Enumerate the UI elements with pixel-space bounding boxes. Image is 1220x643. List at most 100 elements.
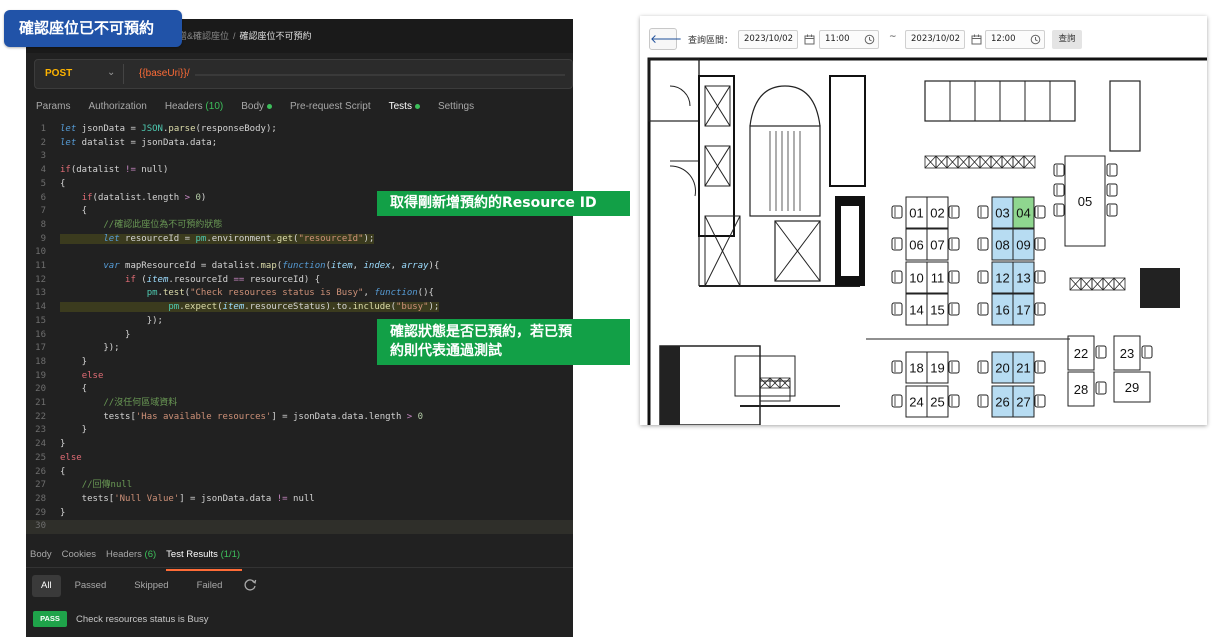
- callout-text: 取得剛新增預約的Resource ID: [390, 195, 597, 211]
- seat-25[interactable]: 25: [926, 385, 949, 418]
- code-line[interactable]: 24}: [26, 438, 573, 452]
- code-line[interactable]: 26{: [26, 466, 573, 480]
- code-line[interactable]: 10: [26, 246, 573, 260]
- calendar-icon[interactable]: [971, 34, 982, 45]
- seat-05[interactable]: 05: [1064, 155, 1106, 247]
- chair-icon: [977, 205, 989, 219]
- code-line[interactable]: 13 pm.test("Check resources status is Bu…: [26, 287, 573, 301]
- code-line[interactable]: 27 //回傳null: [26, 479, 573, 493]
- seat-19[interactable]: 19: [926, 351, 949, 384]
- code-line[interactable]: 8 //確認此座位為不可預約狀態: [26, 219, 573, 233]
- start-date-input[interactable]: 2023/10/02: [738, 30, 798, 49]
- seat-09[interactable]: 09: [1012, 228, 1035, 261]
- tab-cookies[interactable]: Cookies: [58, 546, 102, 568]
- seat-14[interactable]: 14: [905, 293, 928, 326]
- seat-20[interactable]: 20: [991, 351, 1014, 384]
- code-line[interactable]: 16 }: [26, 329, 573, 343]
- tab-response-headers[interactable]: Headers (6): [102, 546, 162, 568]
- code-line[interactable]: 15 });: [26, 315, 573, 329]
- tab-settings[interactable]: Settings: [428, 97, 482, 121]
- filter-passed[interactable]: Passed: [74, 580, 107, 591]
- code-line[interactable]: 7 {: [26, 205, 573, 219]
- tab-body[interactable]: Body: [231, 97, 280, 121]
- tab-headers[interactable]: Headers (10): [155, 97, 231, 121]
- seat-21[interactable]: 21: [1012, 351, 1035, 384]
- test-result-filters: All Passed Skipped Failed: [32, 575, 236, 597]
- code-line[interactable]: 21 //沒任何區域資料: [26, 397, 573, 411]
- url-input[interactable]: {{baseUri}}/: [139, 68, 190, 79]
- code-line[interactable]: 6 if(datalist.length > 0): [26, 192, 573, 206]
- code-line[interactable]: 17 });: [26, 342, 573, 356]
- code-text: if(datalist.length > 0): [81, 192, 207, 203]
- seat-06[interactable]: 06: [905, 228, 928, 261]
- tab-test-results[interactable]: Test Results (1/1): [162, 546, 246, 571]
- code-line[interactable]: 18 }: [26, 356, 573, 370]
- code-line[interactable]: 23 }: [26, 424, 573, 438]
- seat-27[interactable]: 27: [1012, 385, 1035, 418]
- calendar-icon[interactable]: [804, 34, 815, 45]
- seat-08[interactable]: 08: [991, 228, 1014, 261]
- code-line[interactable]: 12 if (item.resourceId == resourceId) {: [26, 274, 573, 288]
- seat-07[interactable]: 07: [926, 228, 949, 261]
- code-line[interactable]: 3: [26, 150, 573, 164]
- seat-22[interactable]: 22: [1067, 335, 1095, 371]
- code-line[interactable]: 11 var mapResourceId = datalist.map(func…: [26, 260, 573, 274]
- seat-10[interactable]: 10: [905, 261, 928, 294]
- code-line[interactable]: 30: [26, 520, 573, 534]
- code-line[interactable]: 29}: [26, 507, 573, 521]
- seat-12[interactable]: 12: [991, 261, 1014, 294]
- test-result-text: Check resources status is Busy: [76, 614, 209, 625]
- end-date-input[interactable]: 2023/10/02: [905, 30, 965, 49]
- callout-status-check: 確認狀態是否已預約，若已預 約則代表通過測試: [377, 319, 630, 365]
- seat-label: 04: [1016, 206, 1030, 221]
- code-line[interactable]: 5{: [26, 178, 573, 192]
- seat-01[interactable]: 01: [905, 196, 928, 229]
- seat-13[interactable]: 13: [1012, 261, 1035, 294]
- seat-label: 07: [930, 238, 944, 253]
- code-line[interactable]: 9 let resourceId = pm.environment.get("r…: [26, 233, 573, 247]
- seat-02[interactable]: 02: [926, 196, 949, 229]
- line-number: 17: [35, 343, 46, 354]
- pillar: [1109, 80, 1141, 152]
- clock-icon[interactable]: [864, 34, 875, 45]
- seat-04[interactable]: 04: [1012, 196, 1035, 229]
- seat-11[interactable]: 11: [926, 261, 949, 294]
- seat-26[interactable]: 26: [991, 385, 1014, 418]
- seat-18[interactable]: 18: [905, 351, 928, 384]
- seat-23[interactable]: 23: [1113, 335, 1141, 371]
- code-line[interactable]: 14 pm.expect(item.resourceStatus).to.inc…: [26, 301, 573, 315]
- code-line[interactable]: 19 else: [26, 370, 573, 384]
- breadcrumb-parent[interactable]: 增&確認座位: [178, 31, 230, 41]
- tab-response-body[interactable]: Body: [26, 546, 58, 568]
- code-line[interactable]: 20 {: [26, 383, 573, 397]
- start-time-input[interactable]: 11:00: [819, 30, 879, 49]
- seat-24[interactable]: 24: [905, 385, 928, 418]
- code-line[interactable]: 28 tests['Null Value'] = jsonData.data !…: [26, 493, 573, 507]
- seat-16[interactable]: 16: [991, 293, 1014, 326]
- chair-icon: [1053, 203, 1065, 217]
- seat-03[interactable]: 03: [991, 196, 1014, 229]
- seat-15[interactable]: 15: [926, 293, 949, 326]
- seat-28[interactable]: 28: [1067, 371, 1095, 407]
- refresh-icon[interactable]: [242, 577, 258, 593]
- filter-all[interactable]: All: [32, 575, 61, 597]
- tab-params[interactable]: Params: [26, 97, 78, 121]
- tab-authorization[interactable]: Authorization: [78, 97, 154, 121]
- code-line[interactable]: 22 tests['Has available resources'] = js…: [26, 411, 573, 425]
- clock-icon[interactable]: [1030, 34, 1041, 45]
- back-button[interactable]: 🡐: [649, 28, 682, 50]
- tab-tests[interactable]: Tests: [379, 97, 428, 127]
- end-time-input[interactable]: 12:00: [985, 30, 1045, 49]
- seat-17[interactable]: 17: [1012, 293, 1035, 326]
- seat-29[interactable]: 29: [1113, 371, 1151, 403]
- filter-failed[interactable]: Failed: [196, 580, 223, 591]
- chevron-down-icon[interactable]: ⌄: [107, 67, 116, 78]
- search-button[interactable]: 查詢: [1052, 30, 1082, 49]
- filter-skipped[interactable]: Skipped: [134, 580, 169, 591]
- method-select[interactable]: POST: [45, 68, 73, 79]
- tab-pre-request-script[interactable]: Pre-request Script: [280, 97, 379, 121]
